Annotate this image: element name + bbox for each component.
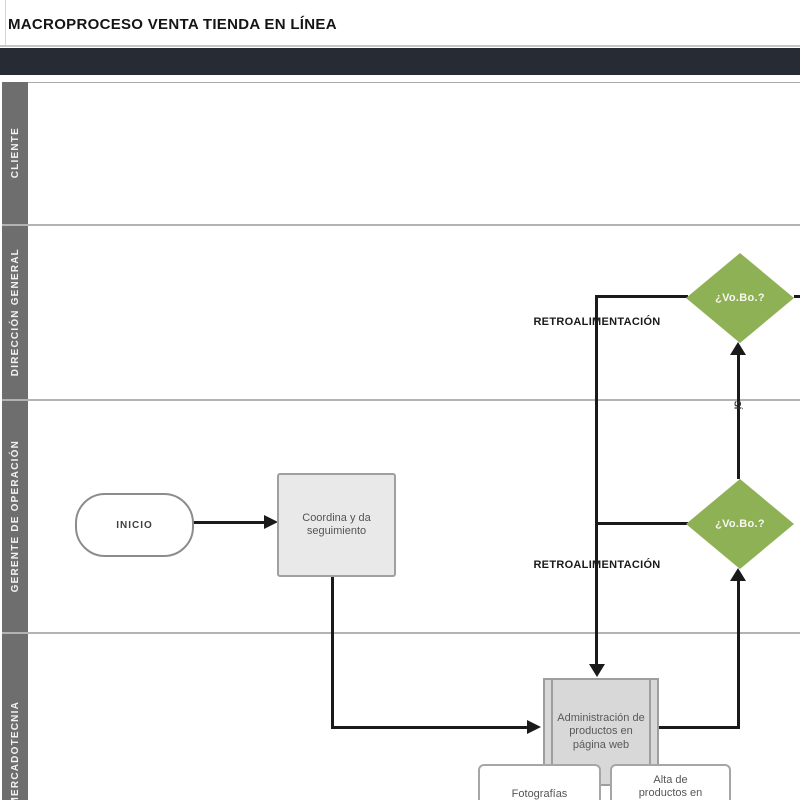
lane-strip-mercadotecnia: MERCADOTECNIA [2,634,28,800]
lane-label-cliente: CLIENTE [9,127,21,179]
edge-admin-right [655,726,740,729]
lane-label-mercadotecnia: MERCADOTECNIA [9,700,21,800]
edge-label-retro-direccion: RETROALIMENTACIÓN [533,316,661,328]
edge-retro-vertical [595,295,598,664]
lane-strip-cliente: CLIENTE [2,82,28,224]
arrowhead-into-vobo-direccion [730,342,746,355]
edge-coordina-down [331,573,334,729]
edge-coordina-admin [331,726,527,729]
lane-strip-gerente-operacion: GERENTE DE OPERACIÓN [2,401,28,632]
process-node-alta-productos: Alta de productos en [610,764,731,800]
process-node-alta-productos-label: Alta de productos en [638,774,703,800]
arrowhead-into-admin-left [527,720,541,734]
page-left-border [5,0,6,45]
arrowhead-into-admin-top [589,664,605,677]
page-title: MACROPROCESO VENTA TIENDA EN LÍNEA [8,16,337,33]
lane-divider [2,224,800,226]
lane-strip-direccion-general: DIRECCIÓN GENERAL [2,226,28,399]
arrowhead-into-coordina [264,515,278,529]
title-divider [0,45,800,47]
header-bar [0,48,800,75]
subprocess-inner-line [649,680,651,784]
edge-label-si: SÍ [732,400,743,410]
process-node-fotografias-label: Fotografías [511,788,568,800]
pool-top-border [2,82,800,83]
edge-up-to-vobo-gerente [737,581,740,729]
start-node-inicio: INICIO [75,493,194,557]
edge-label-retro-gerente: RETROALIMENTACIÓN [533,559,661,571]
edge-inicio-coordina [190,521,266,524]
process-node-fotografias: Fotografías [478,764,601,800]
decision-node-vobo-direccion: ¿Vo.Bo.? [686,253,794,343]
lane-divider [2,399,800,401]
lane-label-direccion-general: DIRECCIÓN GENERAL [9,248,21,377]
arrowhead-into-vobo-gerente [730,568,746,581]
process-node-coordina: Coordina y da seguimiento [277,473,396,577]
edge-si-vertical [737,355,740,479]
edge-vobo-gerente-left [595,522,688,525]
lane-label-gerente-operacion: GERENTE DE OPERACIÓN [9,440,21,593]
subprocess-inner-line [551,680,553,784]
decision-node-vobo-gerente: ¿Vo.Bo.? [686,479,794,569]
subprocess-node-admin-label: Administración de productos en página we… [557,712,645,751]
edge-vobo-direccion-right-stub [794,295,800,298]
edge-vobo-direccion-left [595,295,688,298]
process-node-coordina-label: Coordina y da seguimiento [302,511,371,537]
lane-divider [2,632,800,634]
